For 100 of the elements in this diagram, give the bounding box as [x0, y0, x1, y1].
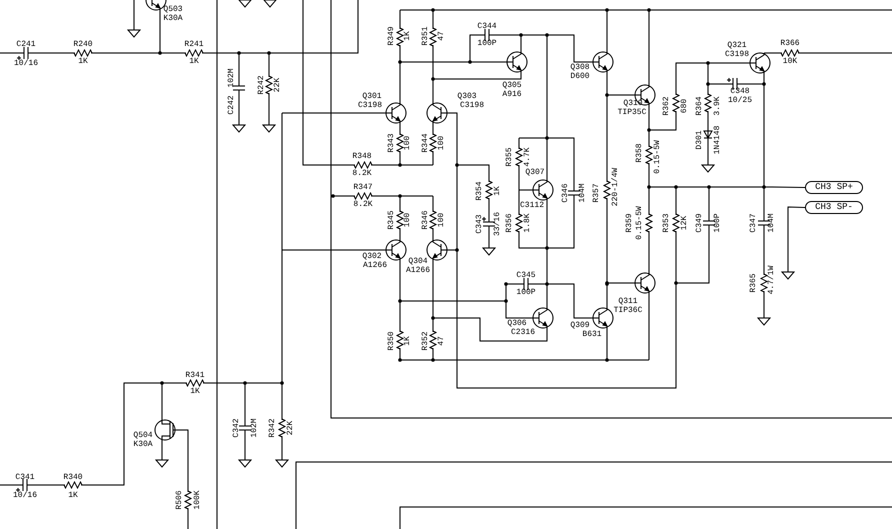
component-label: 100	[438, 136, 446, 150]
component-label: 100	[404, 212, 412, 228]
component-label: R366	[780, 40, 800, 48]
component-label: 3.9K	[714, 96, 722, 116]
component-label: R359	[626, 213, 634, 233]
component-label: R340	[63, 474, 83, 482]
component-label: 1K	[189, 58, 199, 66]
component-label: 1K	[404, 336, 412, 346]
component-label: R353	[663, 213, 671, 233]
component-label: 1N4148	[714, 126, 722, 154]
component-label: Q305	[502, 82, 522, 90]
wire	[772, 186, 806, 188]
component-label: R241	[184, 41, 204, 49]
component-label: C242	[228, 95, 236, 115]
component-label: Q306	[507, 320, 527, 328]
component-label: 47	[438, 336, 446, 346]
component-label: D600	[570, 73, 590, 81]
component-label: 1K	[190, 388, 200, 396]
component-label: C349	[696, 213, 704, 233]
component-label: D301	[696, 130, 704, 150]
component-label: 0.15-5W	[636, 206, 644, 240]
component-label: Q307	[525, 169, 545, 177]
wire	[788, 206, 806, 240]
component-label: TIP35C	[618, 109, 646, 117]
component-label: 104M	[579, 183, 587, 203]
component-label: R506	[176, 490, 184, 510]
component-label: 1K	[68, 492, 78, 500]
component-label: R342	[269, 418, 277, 438]
component-label: 1K	[78, 58, 88, 66]
component-label: Q310	[623, 100, 643, 108]
component-label: 8.2K	[353, 201, 373, 209]
component-label: C241	[16, 41, 36, 49]
component-label: Q321	[727, 42, 747, 50]
component-label: 100	[438, 212, 446, 228]
component-label: C3198	[460, 102, 484, 110]
component-label: R345	[388, 210, 396, 230]
component-label: 104M	[768, 213, 776, 233]
component-label: C342	[233, 418, 241, 438]
component-label: 47	[438, 31, 446, 41]
component-label: Q503	[163, 6, 183, 14]
component-label: 100K	[194, 490, 202, 510]
component-label: 1K	[404, 31, 412, 41]
component-label: 100P	[714, 213, 722, 233]
component-label: A916	[502, 91, 522, 99]
component-label: 22K	[287, 420, 295, 436]
component-label: R348	[352, 153, 372, 161]
component-label: C343	[476, 214, 484, 234]
component-label: A1266	[363, 262, 387, 270]
component-label: C345	[516, 272, 536, 280]
connector-tag: CH3 SP-	[805, 201, 863, 214]
component-label: R362	[663, 96, 671, 116]
component-label: 1K	[494, 186, 502, 196]
component-label: Q504	[133, 432, 153, 440]
component-label: 102M	[228, 68, 236, 88]
component-label: Q301	[362, 93, 382, 101]
component-label: C341	[15, 474, 35, 482]
component-label: R347	[353, 184, 373, 192]
component-label: R349	[388, 26, 396, 46]
component-label: 1.8K	[524, 213, 532, 233]
component-label: 0.15-5W	[654, 140, 662, 174]
component-label: C346	[562, 183, 570, 203]
component-label: 100	[404, 136, 412, 150]
component-label: R365	[750, 273, 758, 293]
component-label: 10/25	[728, 97, 752, 105]
component-label: Q311	[618, 298, 638, 306]
component-label: TIP36C	[614, 307, 642, 315]
component-label: Q302	[362, 253, 382, 261]
component-label: R341	[185, 372, 205, 380]
component-label: 220-1/4W	[612, 168, 620, 206]
component-label: 680	[681, 98, 689, 114]
component-label: C2316	[511, 329, 535, 337]
component-label: R355	[506, 147, 514, 167]
component-label: K30A	[163, 15, 183, 23]
component-label: R357	[593, 183, 601, 203]
component-label: 8.2K	[352, 170, 372, 178]
component-label: R354	[476, 181, 484, 201]
component-label: C347	[750, 213, 758, 233]
component-label: B631	[582, 331, 602, 339]
component-label: C3112	[520, 202, 544, 210]
component-label: Q303	[457, 93, 477, 101]
component-label: 33/16	[494, 212, 502, 236]
component-label: R343	[388, 133, 396, 153]
component-label: C3198	[725, 51, 749, 59]
component-label: 12K	[681, 216, 689, 230]
component-label: R242	[258, 75, 266, 95]
component-label: R351	[422, 26, 430, 46]
component-label: 102M	[251, 418, 259, 438]
component-label: 10K	[782, 58, 798, 66]
component-label: C344	[477, 23, 497, 31]
connector-tag: CH3 SP+	[805, 181, 863, 194]
component-label: 4.7/1W	[768, 266, 776, 294]
component-label: A1266	[406, 267, 430, 275]
component-label: 10/16	[13, 492, 37, 500]
component-label: R356	[506, 213, 514, 233]
component-label: R240	[73, 41, 93, 49]
component-label: 22K	[274, 78, 282, 92]
component-label: Q309	[570, 322, 590, 330]
component-label: R350	[388, 331, 396, 351]
component-label: 10/16	[14, 60, 38, 68]
component-label: R344	[422, 133, 430, 153]
